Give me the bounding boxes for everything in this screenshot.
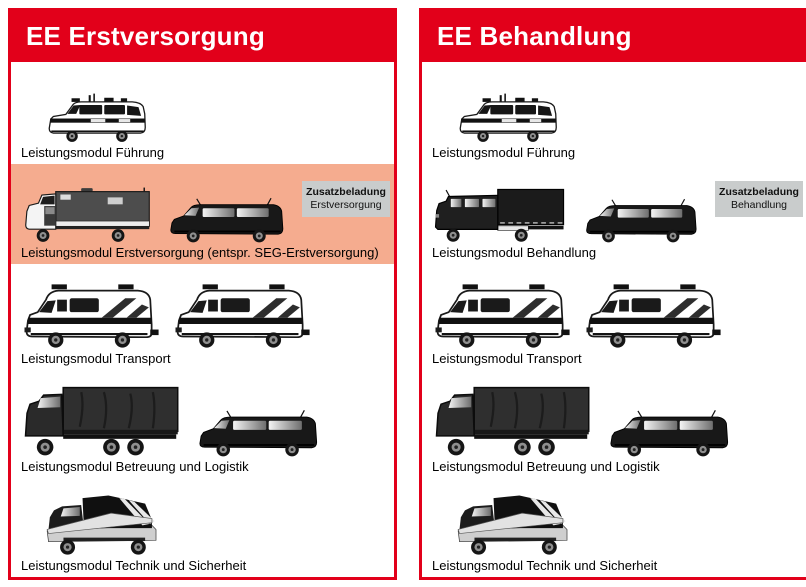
vehicle-group: [432, 374, 803, 457]
technik-pickup-icon: [454, 490, 580, 556]
zusatzbeladung-behandlung-badge: Zusatzbeladung Behandlung: [715, 180, 803, 217]
badge-line2: Erstversorgung: [310, 198, 382, 211]
module-label: Leistungsmodul Behandlung: [432, 245, 597, 260]
technik-pickup-icon: [43, 490, 169, 556]
panel-behandlung-header: EE Behandlung: [422, 11, 806, 62]
module-label: Leistungsmodul Führung: [432, 145, 576, 160]
panel-behandlung: EE Behandlung Leistungsmodul Führung Zus…: [419, 8, 806, 580]
tarp-truck-icon: [432, 383, 594, 457]
panel-erstversorgung-header: EE Erstversorgung: [11, 11, 394, 62]
module-row-betreuung: Leistungsmodul Betreuung und Logistik: [11, 370, 394, 478]
panel-title: EE Erstversorgung: [26, 21, 265, 51]
command-car-icon: [43, 93, 152, 143]
minibus-dark-icon: [195, 409, 324, 457]
badge-line1: Zusatzbeladung: [306, 185, 386, 198]
module-label: Leistungsmodul Transport: [432, 351, 582, 366]
module-row-betreuung: Leistungsmodul Betreuung und Logistik: [422, 370, 806, 478]
module-row-behandlung: Zusatzbeladung Behandlung Leistungsmodul…: [422, 164, 806, 264]
minibus-dark-icon: [606, 409, 735, 457]
vehicle-group: [21, 374, 390, 457]
vehicle-group: Zusatzbeladung Behandlung: [432, 168, 803, 243]
panel-erstversorgung: EE Erstversorgung Leistungsmodul Führung…: [8, 8, 397, 580]
panel-behandlung-body: Leistungsmodul Führung Zusatzbeladung Be…: [422, 62, 806, 577]
crewcab-truck-icon: [432, 187, 570, 243]
panel-erstversorgung-body: Leistungsmodul Führung Zusatzbeladung Er…: [11, 62, 394, 577]
vehicle-group: [432, 66, 803, 143]
box-truck-icon: [21, 187, 154, 243]
badge-line2: Behandlung: [730, 198, 788, 211]
module-label: Leistungsmodul Betreuung und Logistik: [432, 459, 660, 474]
module-row-technik: Leistungsmodul Technik und Sicherheit: [11, 478, 394, 577]
vehicle-group: [432, 482, 803, 556]
panel-title: EE Behandlung: [437, 21, 632, 51]
minibus-dark-icon: [166, 197, 290, 243]
module-label: Leistungsmodul Betreuung und Logistik: [21, 459, 249, 474]
command-car-icon: [454, 93, 563, 143]
module-row-transport: Leistungsmodul Transport: [11, 264, 394, 370]
minibus-dark-icon: [582, 198, 703, 243]
ambulance-icon: [583, 283, 722, 349]
module-row-fuehrung: Leistungsmodul Führung: [422, 62, 806, 164]
module-label: Leistungsmodul Führung: [21, 145, 165, 160]
ambulance-icon: [172, 283, 311, 349]
zusatzbeladung-erstversorgung-badge: Zusatzbeladung Erstversorgung: [302, 180, 390, 217]
ambulance-icon: [432, 283, 571, 349]
module-row-technik: Leistungsmodul Technik und Sicherheit: [422, 478, 806, 577]
module-label: Leistungsmodul Transport: [21, 351, 171, 366]
vehicle-group: [21, 268, 390, 349]
module-label: Leistungsmodul Technik und Sicherheit: [432, 558, 658, 573]
vehicle-group: Zusatzbeladung Erstversorgung: [21, 168, 390, 243]
module-label: Leistungsmodul Technik und Sicherheit: [21, 558, 247, 573]
ambulance-icon: [21, 283, 160, 349]
tarp-truck-icon: [21, 383, 183, 457]
module-row-fuehrung: Leistungsmodul Führung: [11, 62, 394, 164]
badge-line1: Zusatzbeladung: [719, 185, 799, 198]
vehicle-group: [21, 482, 390, 556]
vehicle-group: [432, 268, 803, 349]
module-row-erstversorgung: Zusatzbeladung Erstversorgung Leistungsm…: [11, 164, 394, 264]
module-label: Leistungsmodul Erstversorgung (entspr. S…: [21, 245, 379, 260]
vehicle-group: [21, 66, 390, 143]
module-row-transport: Leistungsmodul Transport: [422, 264, 806, 370]
